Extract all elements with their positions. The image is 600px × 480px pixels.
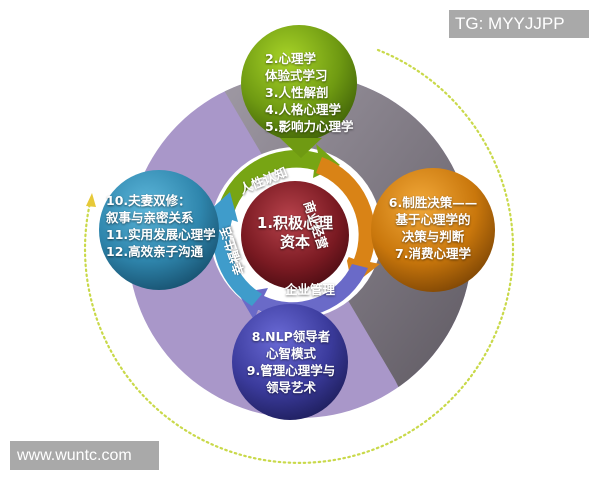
bubble-right-node xyxy=(371,168,495,292)
bubble-bottom-line: 9.管理心理学与 xyxy=(246,363,336,378)
dotted-cycle-arc xyxy=(83,48,515,464)
arc-arrowhead-icon xyxy=(86,193,96,207)
bubble-left-node xyxy=(99,170,219,290)
bubble-right-line: 6.制胜决策—— xyxy=(388,195,478,210)
bubble-right-line: 7.消费心理学 xyxy=(395,246,471,261)
bubble-top-line: 5.影响力心理学 xyxy=(265,119,354,134)
bubble-top-text: 2.心理学 体验式学习 3.人性解剖 4.人格心理学 5.影响力心理学 xyxy=(265,50,353,135)
watermark-top-right: TG: MYYJJPP xyxy=(449,10,589,38)
bubble-right-text: 6.制胜决策—— 基于心理学的 决策与判断 7.消费心理学 xyxy=(374,194,492,262)
bubble-bottom-line: 心智模式 xyxy=(265,346,316,361)
bubble-bottom-line: 领导艺术 xyxy=(265,380,316,395)
bubble-left-line: 叙事与亲密关系 xyxy=(106,210,194,225)
center-label-line: 资本 xyxy=(279,233,310,251)
bubble-right-line: 决策与判断 xyxy=(401,229,465,244)
cycle-ring xyxy=(208,144,382,320)
segment-label-bottom: 企业管理 xyxy=(285,282,336,297)
watermark-bottom-left: www.wuntc.com xyxy=(10,441,159,470)
bubble-right-line: 基于心理学的 xyxy=(395,212,471,227)
bubble-left-line: 11.实用发展心理学 xyxy=(106,227,216,242)
bubble-bottom-node xyxy=(232,304,348,420)
bubble-left-line: 12.高效亲子沟通 xyxy=(106,244,204,259)
bubble-left-text: 10.夫妻双修： 叙事与亲密关系 11.实用发展心理学 12.高效亲子沟通 xyxy=(106,192,216,260)
center-label: 1.积极心理 资本 xyxy=(243,214,347,252)
center-label-line: 1.积极心理 xyxy=(256,214,334,232)
bubble-top-line: 4.人格心理学 xyxy=(265,102,341,117)
bubble-bottom-text: 8.NLP领导者 心智模式 9.管理心理学与 领导艺术 xyxy=(232,328,350,396)
bubble-top-line: 3.人性解剖 xyxy=(265,85,329,100)
bubble-top-line: 2.心理学 xyxy=(265,51,316,66)
bubble-bottom-line: 8.NLP领导者 xyxy=(251,329,331,344)
bubble-left-line: 10.夫妻双修： xyxy=(106,193,191,208)
center-node xyxy=(241,181,349,289)
bubble-top-line: 体验式学习 xyxy=(265,68,328,83)
bubble-top-node xyxy=(241,25,357,141)
